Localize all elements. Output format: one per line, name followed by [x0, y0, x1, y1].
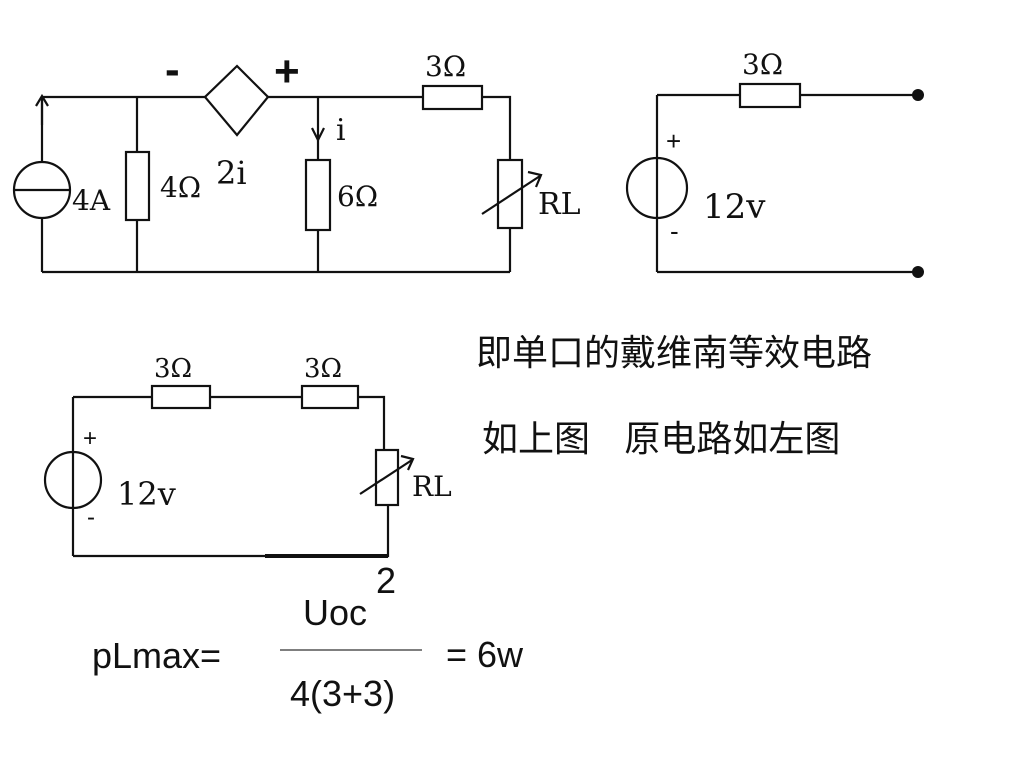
terminal-b: [912, 266, 924, 278]
load-resistor-label: RL: [538, 187, 581, 222]
formula-result: = 6w: [446, 634, 524, 675]
load-resistor-2-label: 3Ω: [304, 354, 342, 384]
caption-line-1: 即单口的戴维南等效电路: [476, 333, 873, 374]
thevenin-source-plus: +: [666, 126, 681, 156]
formula-exponent: 2: [376, 560, 396, 601]
top-wire-right: [482, 95, 512, 160]
formula-denominator: 4(3+3): [290, 673, 395, 714]
resistor-4-label: 4Ω: [160, 171, 201, 204]
terminal-a: [912, 89, 924, 101]
load-voltage-source: [43, 450, 103, 510]
current-source-label: 4A: [72, 184, 111, 217]
thevenin-resistor: [738, 82, 802, 109]
thevenin-source-value: 12v: [703, 187, 766, 227]
load-variable-resistor: [359, 448, 415, 507]
load-resistor-2: [300, 384, 360, 410]
current-arrow: [311, 127, 325, 143]
dependent-source-label: 2i: [216, 154, 247, 192]
dependent-voltage-source: [203, 64, 270, 137]
thevenin-source-minus: -: [670, 216, 679, 246]
load-top-wire: [73, 395, 386, 450]
formula-numerator: Uoc: [303, 592, 367, 633]
load-source-plus: +: [83, 425, 97, 452]
polarity-plus: +: [274, 47, 300, 96]
load-source-value: 12v: [117, 475, 176, 513]
current-source-symbol: [12, 93, 72, 220]
load-resistor-1-label: 3Ω: [154, 354, 192, 384]
formula-lhs: pLmax=: [92, 635, 221, 676]
load-resistor-variable: [481, 158, 543, 230]
current-i-label: i: [336, 113, 346, 148]
resistor-6-ohm: [304, 158, 332, 232]
thevenin-equivalent: 3Ω + - 12v: [625, 48, 924, 278]
thevenin-resistor-label: 3Ω: [742, 48, 783, 81]
load-variable-resistor-label: RL: [412, 470, 452, 503]
resistor-6-label: 6Ω: [337, 180, 378, 213]
polarity-minus: -: [165, 45, 180, 94]
load-resistor-1: [150, 384, 212, 410]
resistor-4-ohm: [124, 150, 151, 222]
load-source-minus: -: [87, 504, 95, 531]
caption-line-2: 如上图 原电路如左图: [482, 419, 841, 460]
original-circuit: 4A 4Ω - + 2i i 6Ω 3Ω RL: [12, 45, 581, 274]
thevenin-voltage-source: [625, 156, 689, 220]
max-power-formula: pLmax= Uoc 2 4(3+3) = 6w: [92, 560, 524, 714]
resistor-3-ohm: [421, 84, 484, 111]
load-circuit: 3Ω 3Ω + - 12v RL: [43, 354, 452, 558]
resistor-3-label: 3Ω: [425, 50, 466, 83]
